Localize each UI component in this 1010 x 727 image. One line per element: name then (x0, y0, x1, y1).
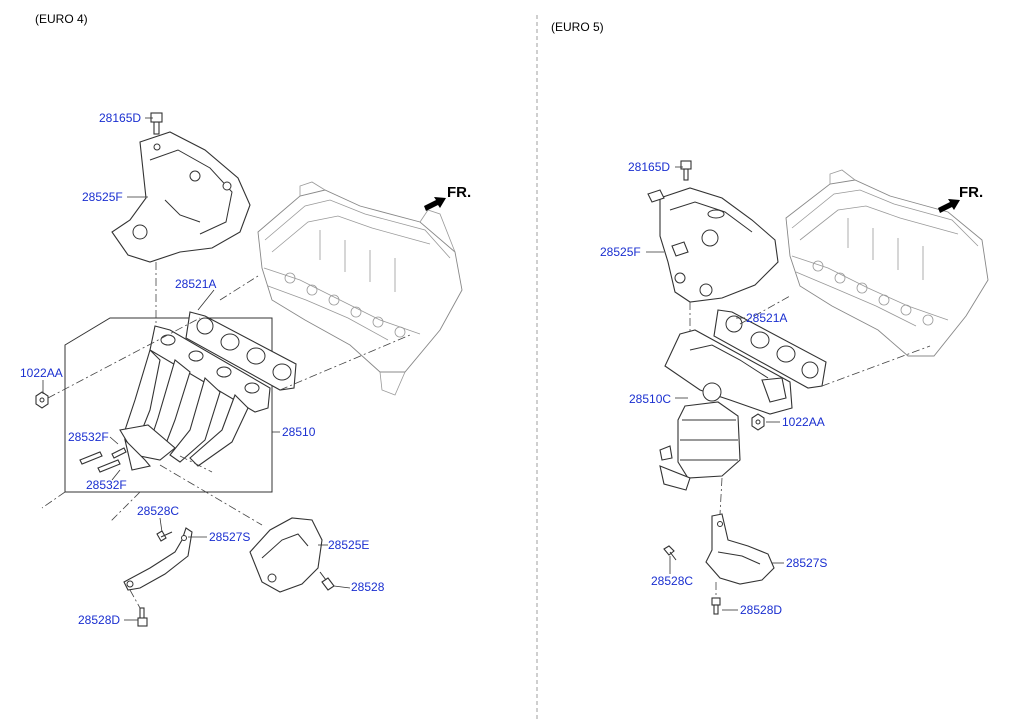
label-28165d-right[interactable]: 28165D (628, 160, 670, 174)
gasket-right (713, 309, 827, 389)
nut-1022aa-left (35, 391, 49, 409)
bolt-28528d-right (711, 597, 721, 615)
heat-shield-28525e (249, 517, 323, 593)
bolt-28528d-left (137, 607, 148, 627)
studs-28532f (79, 447, 127, 473)
label-28528d-left[interactable]: 28528D (78, 613, 120, 627)
front-marker-right: FR. (959, 184, 983, 201)
heat-protector-left (111, 131, 251, 263)
section-title-euro5: (EURO 5) (551, 20, 604, 34)
front-arrow-right: FR. (938, 184, 983, 213)
label-28528c-right[interactable]: 28528C (651, 574, 693, 588)
bolt-28165d-left (150, 112, 163, 135)
label-28521a-right[interactable]: 28521A (746, 311, 787, 325)
label-28527s-left[interactable]: 28527S (209, 530, 250, 544)
engine-block-right (785, 169, 989, 357)
label-28525e[interactable]: 28525E (328, 538, 369, 552)
gasket-left (185, 311, 297, 391)
label-28525f-left[interactable]: 28525F (82, 190, 123, 204)
label-28510c-right[interactable]: 28510C (629, 392, 671, 406)
leader-lines-left (41, 117, 411, 621)
front-marker-left: FR. (447, 184, 471, 201)
label-28165d-left[interactable]: 28165D (99, 111, 141, 125)
label-28528d-right[interactable]: 28528D (740, 603, 782, 617)
bolt-28528c-right (663, 545, 677, 561)
leader-lines-right (646, 166, 931, 611)
engine-block-left (257, 181, 463, 396)
label-28532f-upper[interactable]: 28532F (68, 430, 109, 444)
bolt-28528c-left (156, 530, 173, 542)
exhaust-manifold-left (119, 325, 271, 471)
label-28521a-left[interactable]: 28521A (175, 277, 216, 291)
label-1022aa-right[interactable]: 1022AA (782, 415, 825, 429)
label-1022aa-left[interactable]: 1022AA (20, 366, 63, 380)
label-28510-left[interactable]: 28510 (282, 425, 316, 439)
section-title-euro4: (EURO 4) (35, 12, 88, 26)
bolt-28528 (319, 571, 335, 591)
bracket-28527s-left (123, 527, 193, 591)
heat-protector-right (647, 187, 779, 303)
label-28528[interactable]: 28528 (351, 580, 385, 594)
bracket-28527s-right (705, 513, 775, 585)
bolt-28165d-right (680, 160, 692, 181)
label-28528c-left[interactable]: 28528C (137, 504, 179, 518)
assembly-box-left (64, 317, 273, 493)
label-28525f-right[interactable]: 28525F (600, 245, 641, 259)
label-28527s-right[interactable]: 28527S (786, 556, 827, 570)
label-28532f-lower[interactable]: 28532F (86, 478, 127, 492)
front-arrow-left: FR. (424, 184, 471, 211)
exhaust-manifold-right (659, 329, 793, 491)
nut-1022aa-right (751, 413, 765, 431)
